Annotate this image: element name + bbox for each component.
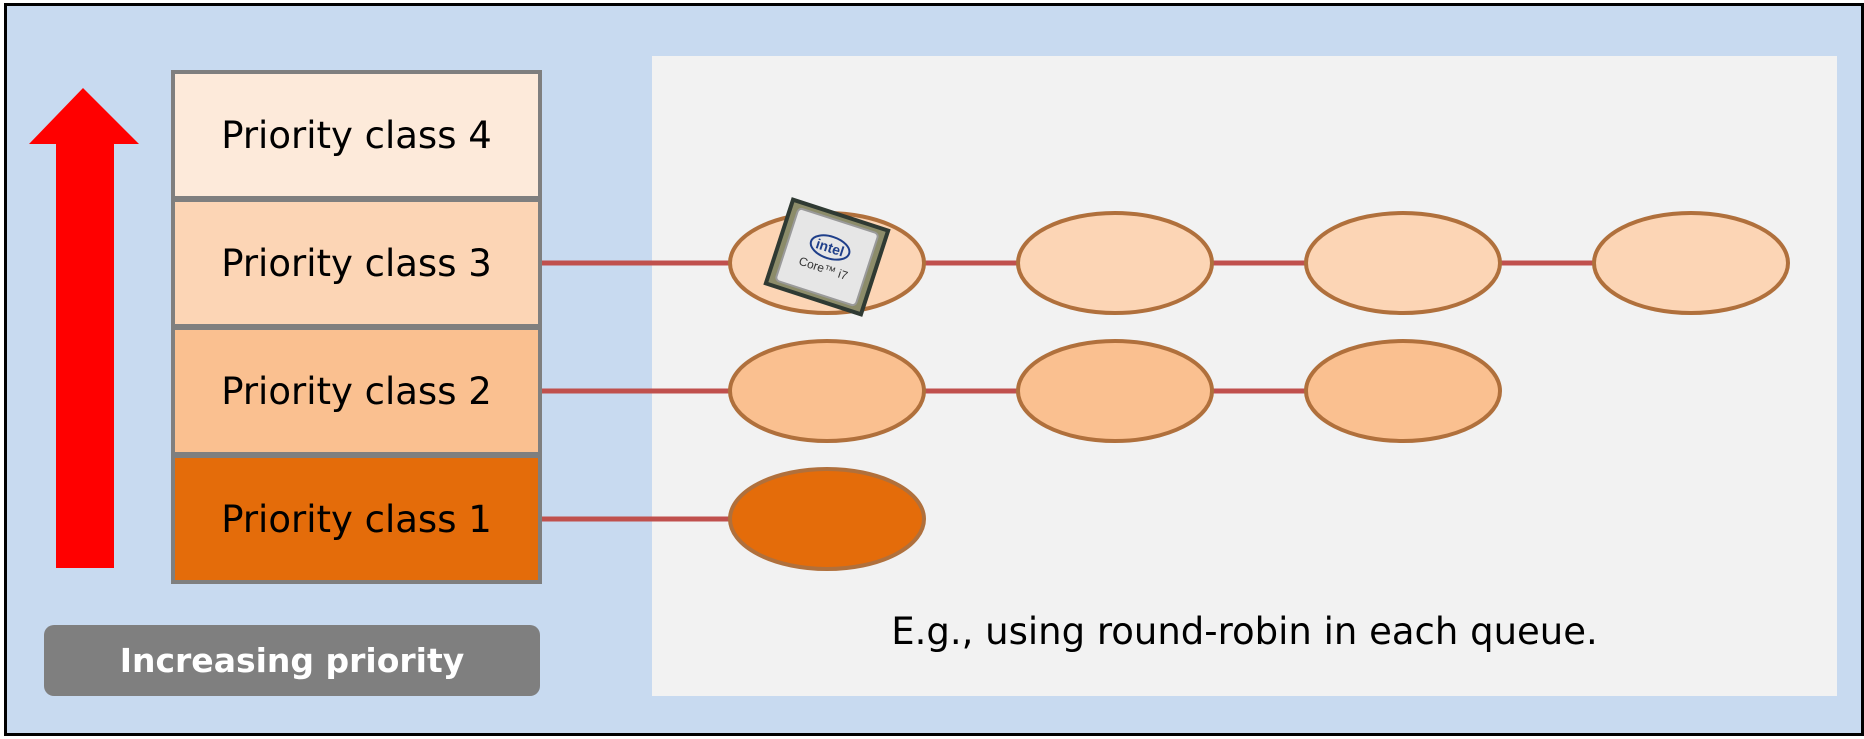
priority-class-label: Priority class 2 — [221, 369, 492, 413]
priority-class-1-box: Priority class 1 — [171, 454, 542, 584]
round-robin-note: E.g., using round-robin in each queue. — [891, 610, 1598, 653]
process-node — [1592, 211, 1790, 315]
priority-class-stack: Priority class 4 Priority class 3 Priori… — [171, 70, 542, 585]
priority-class-label: Priority class 3 — [221, 241, 492, 285]
priority-class-2-box: Priority class 2 — [171, 326, 542, 456]
process-node — [1304, 211, 1502, 315]
queue-nodes — [728, 211, 1790, 571]
process-node — [1016, 211, 1214, 315]
priority-class-label: Priority class 1 — [221, 497, 492, 541]
process-node — [728, 467, 926, 571]
priority-class-3-box: Priority class 3 — [171, 198, 542, 328]
process-node — [728, 339, 926, 443]
process-node — [1016, 339, 1214, 443]
priority-class-label: Priority class 4 — [221, 113, 492, 157]
intel-core-i7-cpu-icon: intel Core™ i7 — [763, 197, 891, 317]
process-node — [1304, 339, 1502, 443]
increasing-priority-arrow-icon — [29, 88, 139, 568]
increasing-priority-text: Increasing priority — [119, 641, 465, 680]
increasing-priority-label: Increasing priority — [44, 625, 540, 696]
